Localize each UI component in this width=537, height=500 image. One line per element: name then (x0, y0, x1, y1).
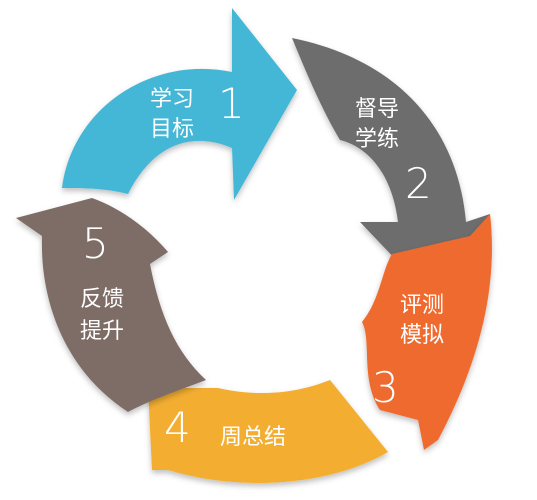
step-2-arrow (292, 38, 490, 306)
step-4-number: 4 (164, 403, 191, 452)
step-5-label-line-1: 反馈 (80, 287, 124, 312)
step-3-label-line-2: 模拟 (400, 323, 444, 348)
step-4-label-line-1: 周总结 (220, 425, 286, 450)
step-1-label-line-2: 目标 (150, 117, 194, 142)
step-5-arrow (16, 198, 206, 412)
step-5-number: 5 (82, 219, 109, 268)
step-5-segment: 5 反馈 提升 (16, 198, 206, 412)
step-3-label-line-1: 评测 (400, 293, 444, 318)
step-1-arrow (62, 8, 297, 200)
step-2-segment: 督导 学练 2 (292, 38, 490, 306)
step-5-label-line-2: 提升 (80, 319, 124, 344)
step-1-label-line-1: 学习 (150, 87, 194, 112)
step-2-label-line-2: 学练 (355, 127, 399, 152)
step-1-segment: 学习 目标 1 (62, 8, 297, 200)
step-3-number: 3 (372, 363, 399, 412)
step-3-segment: 评测 模拟 3 (362, 214, 492, 450)
step-2-label-line-1: 督导 (355, 97, 399, 122)
step-3-arrow (362, 214, 492, 450)
step-2-number: 2 (405, 159, 432, 208)
step-1-number: 1 (218, 79, 245, 128)
step-4-arrow (148, 380, 388, 483)
step-4-segment: 4 周总结 (148, 380, 388, 483)
